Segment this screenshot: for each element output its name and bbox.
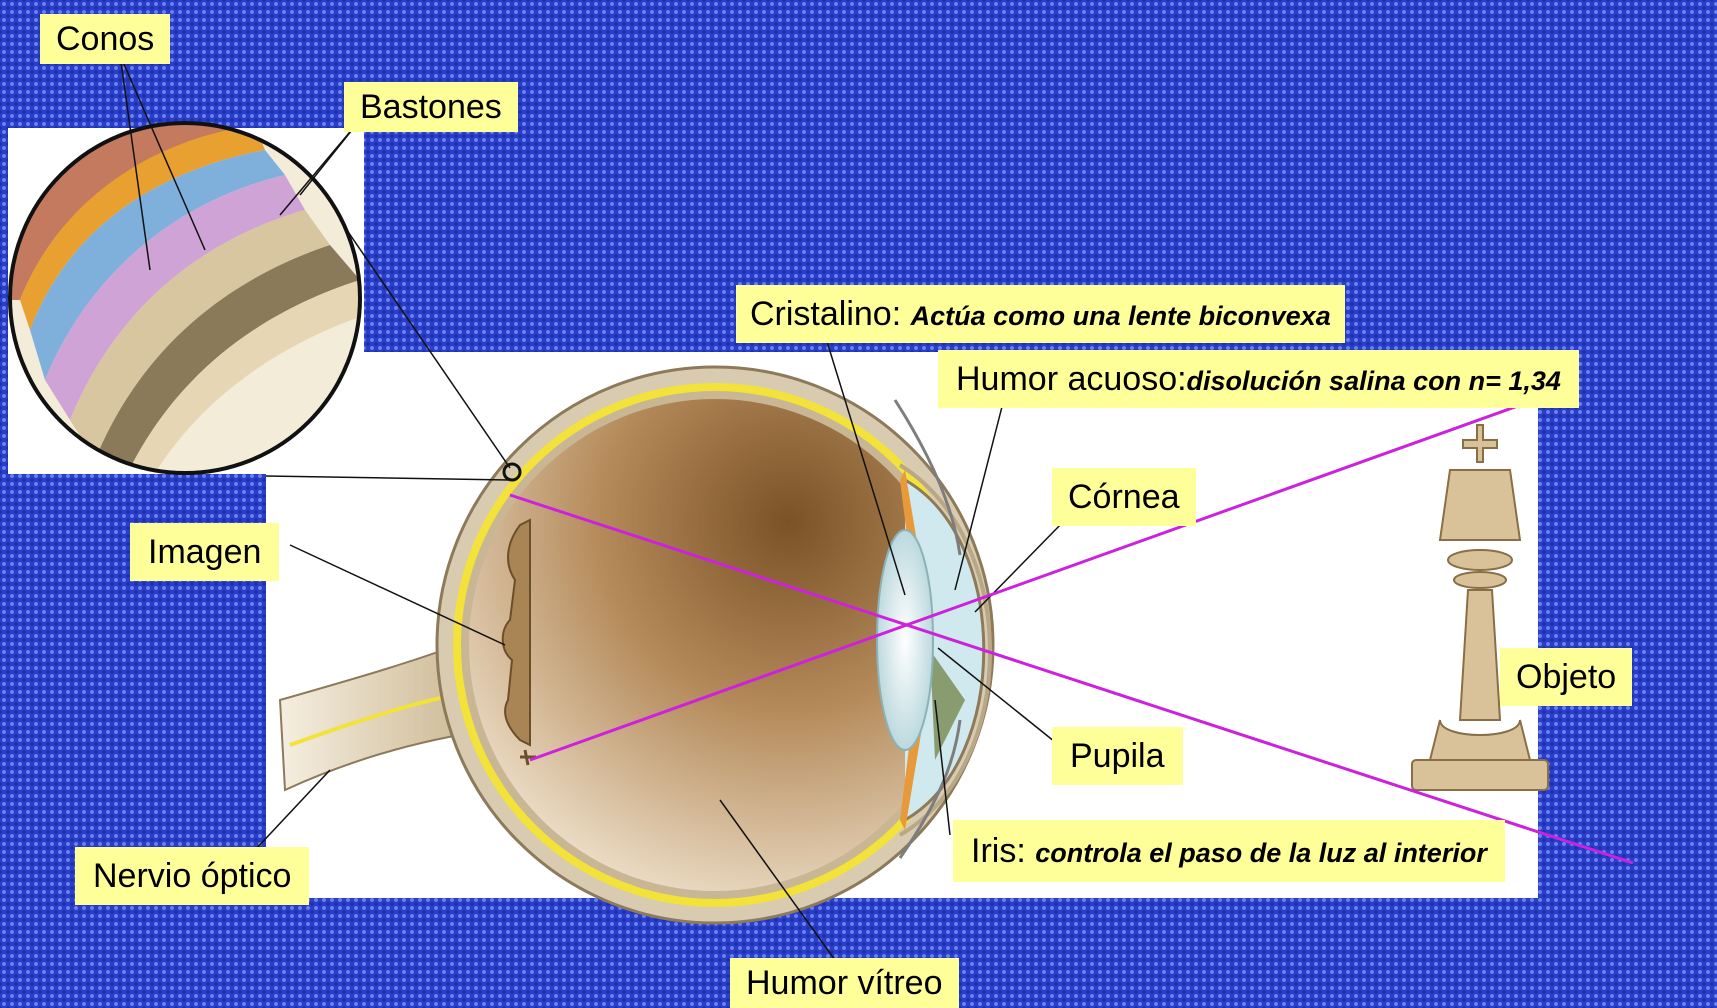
label-pupila: Pupila [1052,727,1183,785]
label-conos: Conos [40,14,170,64]
label-cristalino: Cristalino: Actúa como una lente biconve… [736,285,1345,343]
humor-acuoso-desc: disolución salina con n= 1,34 [1187,366,1561,396]
label-nervio-optico: Nervio óptico [75,847,309,905]
lens-shape [877,530,933,750]
iris-desc: controla el paso de la luz al interior [1035,838,1487,868]
label-iris: Iris: controla el paso de la luz al inte… [953,820,1505,882]
chess-king-object [1412,425,1548,790]
label-bastones: Bastones [344,82,518,132]
label-humor-vitreo: Humor vítreo [730,958,959,1008]
label-cornea: Córnea [1052,468,1196,526]
cristalino-desc: Actúa como una lente biconvexa [911,301,1331,331]
humor-acuoso-title: Humor acuoso: [956,360,1187,398]
label-objeto: Objeto [1500,648,1632,706]
label-imagen: Imagen [130,523,279,581]
cristalino-title: Cristalino: [750,295,911,333]
iris-title: Iris: [971,832,1035,870]
label-humor-acuoso: Humor acuoso:disolución salina con n= 1,… [938,350,1579,408]
retina-inset [0,60,380,500]
